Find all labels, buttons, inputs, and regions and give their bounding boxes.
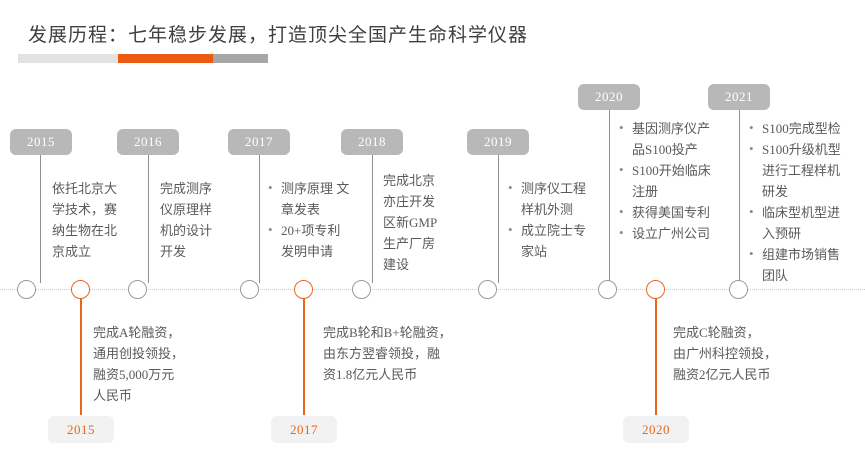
funding-text: 完成C轮融资， 由广州科控领投， 融资2亿元人民币 — [673, 325, 778, 382]
milestone-bullet-item: 临床型机型进 入预研 — [749, 201, 853, 244]
page-title: 发展历程：七年稳步发展，打造顶尖全国产生命科学仪器 — [28, 25, 529, 46]
milestone-stem — [148, 155, 150, 283]
milestone-text: 测序原理 文章发表 20+项专利 发明申请 — [268, 177, 352, 262]
funding-node-2017[interactable] — [294, 280, 313, 299]
milestone-stem — [259, 155, 261, 283]
milestone-text: 完成测序 仪原理样 机的设计 开发 — [160, 178, 232, 262]
milestone-bullet-item: S100升级机型 进行工程样机 研发 — [749, 138, 853, 202]
milestone-bullet-item: 20+项专利 发明申请 — [268, 219, 352, 262]
funding-node-2015[interactable] — [71, 280, 90, 299]
milestone-text-body: 完成测序 仪原理样 机的设计 开发 — [160, 181, 213, 259]
milestone-year-badge[interactable]: 2019 — [467, 129, 529, 155]
funding-text: 完成B轮和B+轮融资， 由东方翌睿领投，融 资1.8亿元人民币 — [323, 325, 452, 382]
timeline-axis — [0, 289, 865, 290]
funding-year-badge[interactable]: 2015 — [48, 416, 114, 443]
milestone-bullet-list: S100完成型检 S100升级机型 进行工程样机 研发 临床型机型进 入预研 组… — [749, 117, 853, 286]
milestone-stem — [609, 110, 611, 283]
milestone-bullet-list: 测序原理 文章发表 20+项专利 发明申请 — [268, 177, 352, 262]
milestone-bullet-item: 设立广州公司 — [619, 222, 723, 244]
milestone-bullet-item: 组建市场销售 团队 — [749, 243, 853, 286]
timeline-node-2017[interactable] — [240, 280, 259, 299]
milestone-text: S100完成型检 S100升级机型 进行工程样机 研发 临床型机型进 入预研 组… — [749, 117, 853, 286]
milestone-text: 测序仪工程 样机外测 成立院士专 家站 — [508, 177, 594, 262]
funding-year-badge[interactable]: 2017 — [271, 416, 337, 443]
milestone-year-badge[interactable]: 2017 — [228, 129, 290, 155]
title-bar-segment-middle — [118, 54, 213, 63]
milestone-bullet-item: S100完成型检 — [749, 117, 853, 139]
milestone-year-badge[interactable]: 2021 — [708, 84, 770, 110]
funding-stem — [80, 298, 82, 415]
milestone-stem — [739, 110, 741, 283]
milestone-text: 依托北京大 学技术，赛 纳生物在北 京成立 — [52, 178, 124, 262]
milestone-year-badge[interactable]: 2015 — [10, 129, 72, 155]
timeline-node-2015[interactable] — [17, 280, 36, 299]
milestone-text-body: 依托北京大 学技术，赛 纳生物在北 京成立 — [52, 181, 118, 259]
milestone-text: 基因测序仪产 品S100投产 S100开始临床 注册 获得美国专利 设立广州公司 — [619, 117, 723, 244]
milestone-bullet-item: 基因测序仪产 品S100投产 — [619, 117, 723, 160]
milestone-stem — [372, 155, 374, 283]
milestone-bullet-item: 测序原理 文章发表 — [268, 177, 352, 220]
milestone-year-badge[interactable]: 2018 — [341, 129, 403, 155]
timeline-node-2019[interactable] — [478, 280, 497, 299]
milestone-bullet-item: S100开始临床 注册 — [619, 159, 723, 202]
milestone-year-badge[interactable]: 2016 — [117, 129, 179, 155]
timeline-node-2021[interactable] — [729, 280, 748, 299]
funding-stem — [655, 298, 657, 415]
funding-node-2020[interactable] — [646, 280, 665, 299]
title-bar-segment-right — [213, 54, 268, 63]
funding-text: 完成A轮融资， 通用创投领投， 融资5,000万元 人民币 — [93, 325, 185, 403]
milestone-bullet-item: 获得美国专利 — [619, 201, 723, 223]
milestone-bullet-list: 基因测序仪产 品S100投产 S100开始临床 注册 获得美国专利 设立广州公司 — [619, 117, 723, 244]
milestone-text: 完成北京 亦庄开发 区新GMP 生产厂房 建设 — [383, 170, 459, 275]
timeline-node-2018[interactable] — [352, 280, 371, 299]
title-underline-bar — [18, 54, 268, 63]
timeline-node-2016[interactable] — [128, 280, 147, 299]
milestone-text-body: 完成北京 亦庄开发 区新GMP 生产厂房 建设 — [383, 173, 438, 272]
milestone-year-badge[interactable]: 2020 — [578, 84, 640, 110]
funding-year-badge[interactable]: 2020 — [623, 416, 689, 443]
funding-stem — [303, 298, 305, 415]
milestone-stem — [498, 155, 500, 283]
milestone-bullet-item: 测序仪工程 样机外测 — [508, 177, 594, 220]
milestone-stem — [40, 155, 42, 283]
milestone-bullet-list: 测序仪工程 样机外测 成立院士专 家站 — [508, 177, 594, 262]
title-bar-segment-left — [18, 54, 118, 63]
timeline-node-2020[interactable] — [598, 280, 617, 299]
milestone-bullet-item: 成立院士专 家站 — [508, 219, 594, 262]
